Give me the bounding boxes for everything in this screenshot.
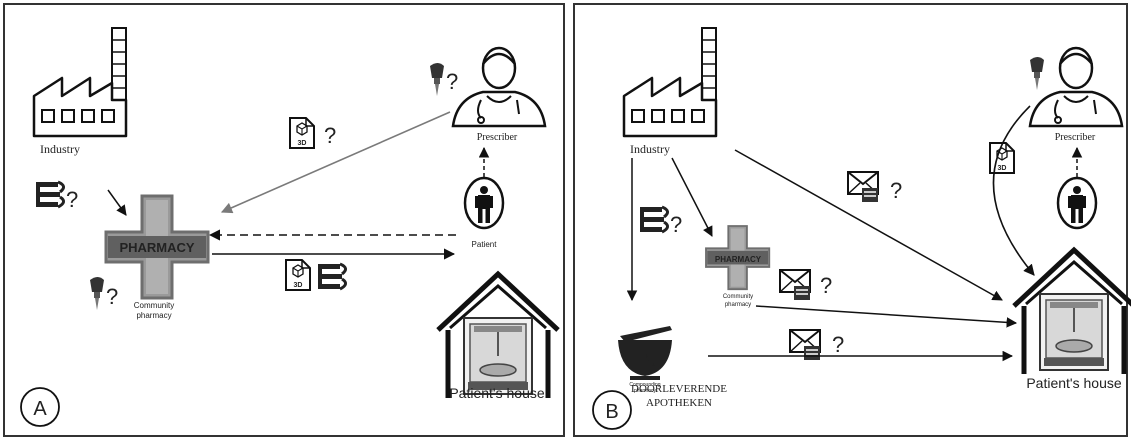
compounding-label-line1: Compounding bbox=[629, 382, 660, 388]
question-mark: ? bbox=[820, 273, 832, 298]
community-to-house-arrow bbox=[755, 305, 1018, 328]
community-label-line2: pharmacy bbox=[136, 311, 171, 320]
patient-icon bbox=[463, 176, 505, 230]
compounding-label-line2: pharmacy bbox=[634, 388, 656, 394]
community-label-line1: Community bbox=[134, 301, 174, 310]
question-mark: ? bbox=[446, 69, 458, 94]
file-3d-badge: 3D bbox=[298, 140, 307, 147]
prescriber-to-house-arrow bbox=[992, 105, 1035, 276]
panel-letter: B bbox=[605, 401, 618, 423]
patient-icon bbox=[1056, 176, 1098, 230]
panel-letter-badge bbox=[20, 387, 60, 427]
rx-subscript: x bbox=[652, 360, 656, 368]
industry-label: Industry bbox=[630, 142, 670, 156]
community-label-line2: pharmacy bbox=[725, 302, 751, 308]
doorleverende-label-line1: DOORLEVERENDE bbox=[631, 383, 727, 395]
pharmacy-sign: PHARMACY bbox=[715, 255, 762, 264]
prescriber-to-pharmacy-arrow bbox=[220, 111, 451, 214]
prescriber-label: Prescriber bbox=[1055, 132, 1096, 143]
industry-to-pharmacy-arrow bbox=[107, 189, 127, 216]
file-3d-badge: 3D bbox=[294, 282, 303, 289]
panel-a: Industry Prescriber ? Patient ? PHARMACY… bbox=[3, 3, 565, 437]
doorleverende-label-line2: APOTHEKEN bbox=[646, 397, 712, 409]
question-mark: ? bbox=[832, 332, 844, 357]
question-mark: ? bbox=[66, 187, 78, 212]
panel-letter: A bbox=[33, 398, 47, 420]
industry-to-community-arrow bbox=[671, 157, 713, 237]
panel-letter-badge bbox=[592, 390, 632, 430]
patients-house-label: Patient's house bbox=[1026, 375, 1122, 391]
community-label-line1: Community bbox=[723, 294, 753, 300]
file-3d-badge: 3D bbox=[998, 165, 1007, 172]
industry-label: Industry bbox=[40, 142, 80, 156]
question-mark: ? bbox=[890, 178, 902, 203]
rx-symbol: R bbox=[641, 349, 650, 364]
question-mark: ? bbox=[106, 284, 118, 309]
prescriber-label: Prescriber bbox=[477, 132, 518, 143]
patients-house-label: Patient's house bbox=[449, 385, 545, 401]
pharmacy-sign: PHARMACY bbox=[119, 240, 194, 255]
panel-b: Industry Prescriber ? ? PHARMACY Communi… bbox=[573, 3, 1131, 437]
question-mark: ? bbox=[670, 212, 682, 237]
question-mark: ? bbox=[324, 123, 336, 148]
patient-label: Patient bbox=[472, 240, 498, 249]
industry-to-house-arrow bbox=[734, 149, 1003, 301]
compounding-pharmacy-icon bbox=[618, 326, 672, 380]
